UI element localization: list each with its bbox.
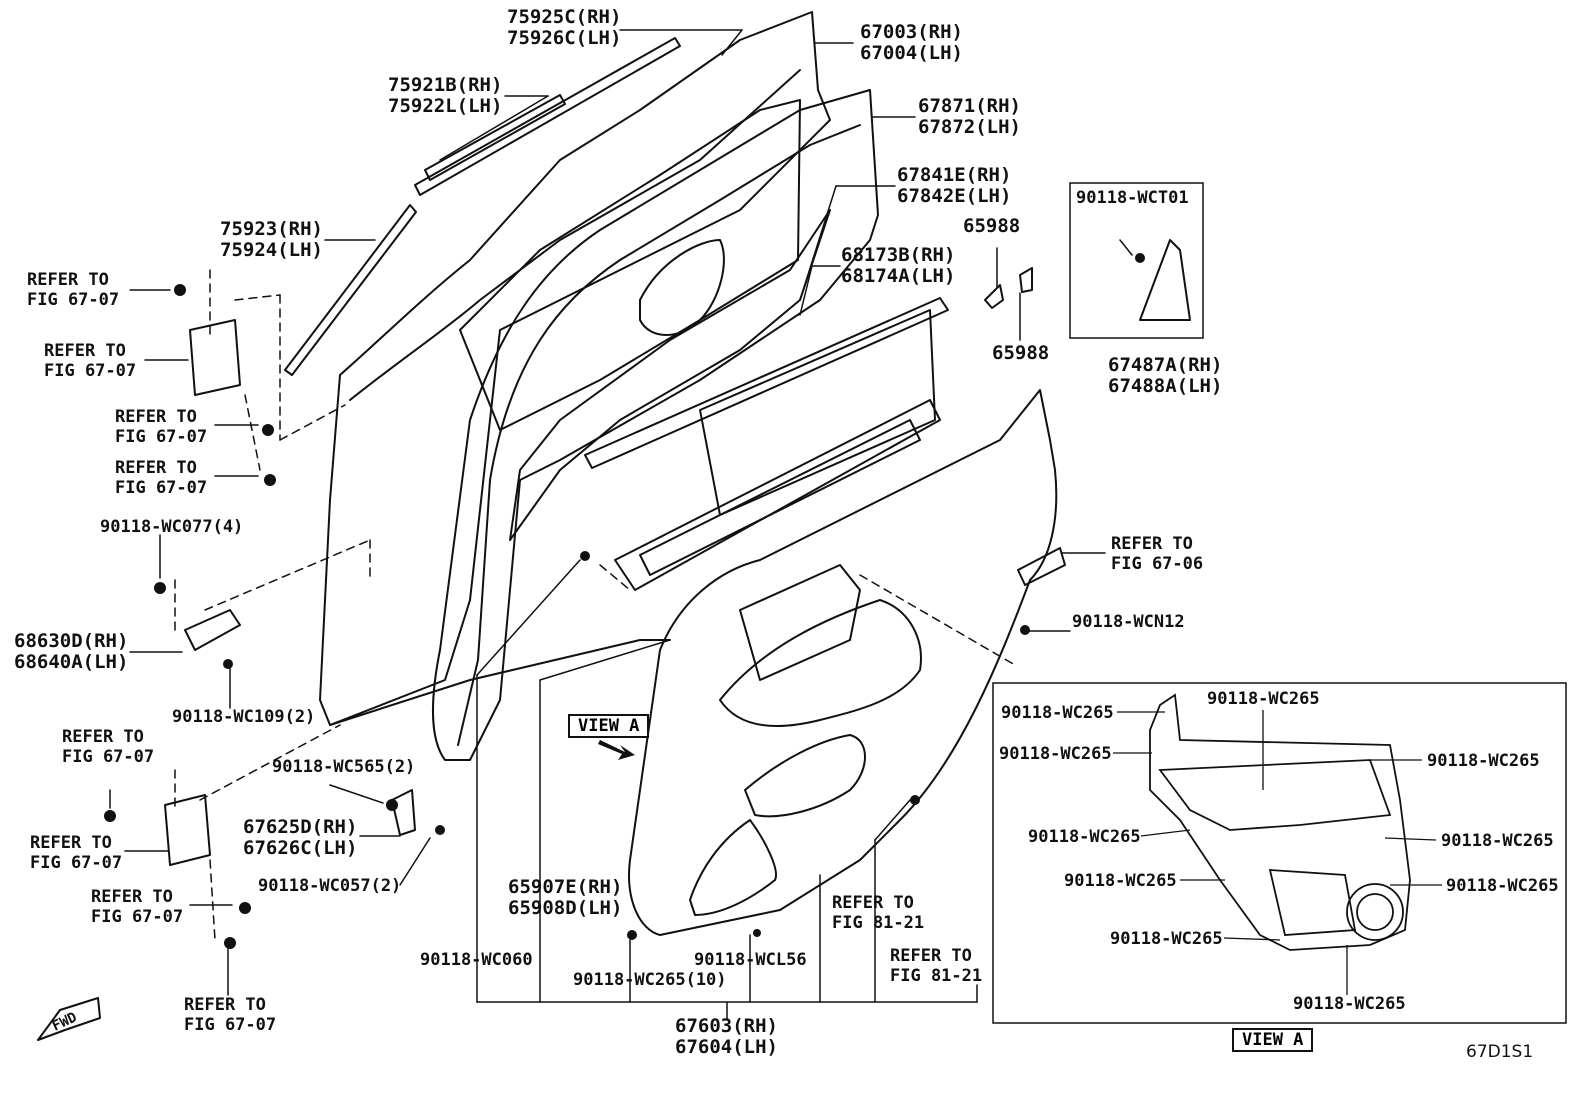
door-inner-line bbox=[349, 69, 801, 401]
label-68630d[interactable]: 68630D(RH) 68640A(LH) bbox=[14, 630, 129, 673]
refer-to-fig-67-07-a[interactable]: REFER TO FIG 67-07 bbox=[27, 270, 120, 310]
trim-armrest bbox=[719, 599, 922, 727]
view-a-label-wc265-8[interactable]: 90118-WC265 bbox=[1446, 876, 1559, 896]
view-a-label-wc265-5[interactable]: 90118-WC265 bbox=[1028, 827, 1141, 847]
belt-weatherstrip bbox=[584, 297, 949, 469]
refer-to-fig-67-06[interactable]: REFER TO FIG 67-06 bbox=[1111, 534, 1204, 574]
view-a-trim-outline bbox=[1149, 693, 1411, 951]
label-90118-wc077[interactable]: 90118-WC077(4) bbox=[100, 517, 244, 537]
weatherstrip-inner bbox=[457, 124, 861, 746]
label-90118-wcl56[interactable]: 90118-WCL56 bbox=[694, 950, 807, 970]
clip-65988-b bbox=[1019, 267, 1033, 293]
label-90118-wc265-10[interactable]: 90118-WC265(10) bbox=[573, 970, 727, 990]
label-75923[interactable]: 75923(RH) 75924(LH) bbox=[220, 218, 323, 261]
view-a-arrow bbox=[598, 740, 635, 760]
cover-inset-box bbox=[1069, 182, 1204, 339]
view-a-inset-box bbox=[992, 682, 1567, 1024]
label-75925c[interactable]: 75925C(RH) 75926C(LH) bbox=[507, 6, 622, 49]
door-window-frame bbox=[459, 99, 801, 431]
label-67003[interactable]: 67003(RH) 67004(LH) bbox=[860, 21, 963, 64]
label-90118-wct01[interactable]: 90118-WCT01 bbox=[1076, 188, 1189, 208]
refer-to-fig-67-07-d[interactable]: REFER TO FIG 67-07 bbox=[115, 458, 208, 498]
view-a-inset-title: VIEW A bbox=[1232, 1028, 1314, 1052]
view-a-speaker bbox=[1268, 869, 1357, 936]
label-68173b[interactable]: 68173B(RH) 68174A(LH) bbox=[841, 244, 956, 287]
door-weatherstrip-67871 bbox=[432, 89, 879, 761]
refer-to-fig-81-21-b[interactable]: REFER TO FIG 81-21 bbox=[890, 946, 983, 986]
belt-molding-outer bbox=[414, 37, 681, 196]
label-67487a[interactable]: 67487A(RH) 67488A(LH) bbox=[1108, 354, 1223, 397]
label-67841e[interactable]: 67841E(RH) 67842E(LH) bbox=[897, 164, 1012, 207]
view-a-label-wc265-9[interactable]: 90118-WC265 bbox=[1110, 929, 1223, 949]
strip-75923 bbox=[284, 204, 417, 376]
refer-to-fig-67-07-h[interactable]: REFER TO FIG 67-07 bbox=[184, 995, 277, 1035]
view-a-label-wc265-6[interactable]: 90118-WC265 bbox=[1441, 831, 1554, 851]
armrest-bracket-68173 bbox=[699, 309, 936, 516]
cover-67487 bbox=[1139, 239, 1191, 321]
view-a-label-wc265-3[interactable]: 90118-WC265 bbox=[999, 744, 1112, 764]
refer-to-fig-67-07-g[interactable]: REFER TO FIG 67-07 bbox=[91, 887, 184, 927]
label-90118-wc109[interactable]: 90118-WC109(2) bbox=[172, 707, 316, 727]
trim-switch-panel bbox=[739, 564, 861, 681]
refer-to-fig-67-07-e[interactable]: REFER TO FIG 67-07 bbox=[62, 727, 155, 767]
fwd-arrow bbox=[37, 997, 101, 1041]
label-65988-bottom[interactable]: 65988 bbox=[992, 342, 1050, 364]
view-a-label-wc265-1[interactable]: 90118-WC265 bbox=[1001, 703, 1114, 723]
view-a-inner-rib bbox=[1158, 759, 1392, 831]
door-trim-board bbox=[628, 389, 1058, 936]
view-a-label-wc265-10[interactable]: 90118-WC265 bbox=[1293, 994, 1406, 1014]
refer-to-fig-67-07-b[interactable]: REFER TO FIG 67-07 bbox=[44, 341, 137, 381]
label-67625d[interactable]: 67625D(RH) 67626C(LH) bbox=[243, 816, 358, 859]
view-a-callout[interactable]: VIEW A bbox=[568, 714, 650, 738]
view-a-label-wc265-2[interactable]: 90118-WC265 bbox=[1207, 689, 1320, 709]
door-check-68630 bbox=[184, 609, 241, 651]
refer-to-fig-67-07-f[interactable]: REFER TO FIG 67-07 bbox=[30, 833, 123, 873]
label-90118-wc060[interactable]: 90118-WC060 bbox=[420, 950, 533, 970]
label-67871[interactable]: 67871(RH) 67872(LH) bbox=[918, 95, 1021, 138]
speaker-grille bbox=[689, 819, 777, 916]
label-65907e[interactable]: 65907E(RH) 65908D(LH) bbox=[508, 876, 623, 919]
door-service-hole bbox=[639, 239, 725, 336]
bracket-67625 bbox=[391, 789, 416, 836]
lower-hinge bbox=[164, 794, 211, 866]
label-90118-wcn12[interactable]: 90118-WCN12 bbox=[1072, 612, 1185, 632]
label-90118-wc565[interactable]: 90118-WC565(2) bbox=[272, 757, 416, 777]
view-a-label-wc265-7[interactable]: 90118-WC265 bbox=[1064, 871, 1177, 891]
glass-run-67841 bbox=[509, 209, 831, 541]
belt-moulding-75921 bbox=[424, 94, 566, 181]
switch-base-detail bbox=[639, 419, 921, 576]
switch-base-bar bbox=[614, 399, 941, 591]
door-lower-edge bbox=[329, 639, 671, 726]
bracket-67-06 bbox=[1017, 547, 1066, 586]
upper-hinge bbox=[189, 319, 241, 396]
refer-to-fig-81-21-a[interactable]: REFER TO FIG 81-21 bbox=[832, 893, 925, 933]
door-outer-panel bbox=[319, 11, 831, 726]
view-a-label-wc265-4[interactable]: 90118-WC265 bbox=[1427, 751, 1540, 771]
label-67603[interactable]: 67603(RH) 67604(LH) bbox=[675, 1015, 778, 1058]
label-65988-top[interactable]: 65988 bbox=[963, 215, 1021, 237]
figure-code: 67D1S1 bbox=[1466, 1042, 1534, 1062]
refer-to-fig-67-07-c[interactable]: REFER TO FIG 67-07 bbox=[115, 407, 208, 447]
clip-65988-a bbox=[984, 284, 1004, 309]
trim-pocket bbox=[744, 734, 866, 818]
label-75921b[interactable]: 75921B(RH) 75922L(LH) bbox=[388, 74, 503, 117]
view-a-speaker-ring bbox=[1346, 883, 1404, 941]
label-90118-wc057[interactable]: 90118-WC057(2) bbox=[258, 876, 402, 896]
